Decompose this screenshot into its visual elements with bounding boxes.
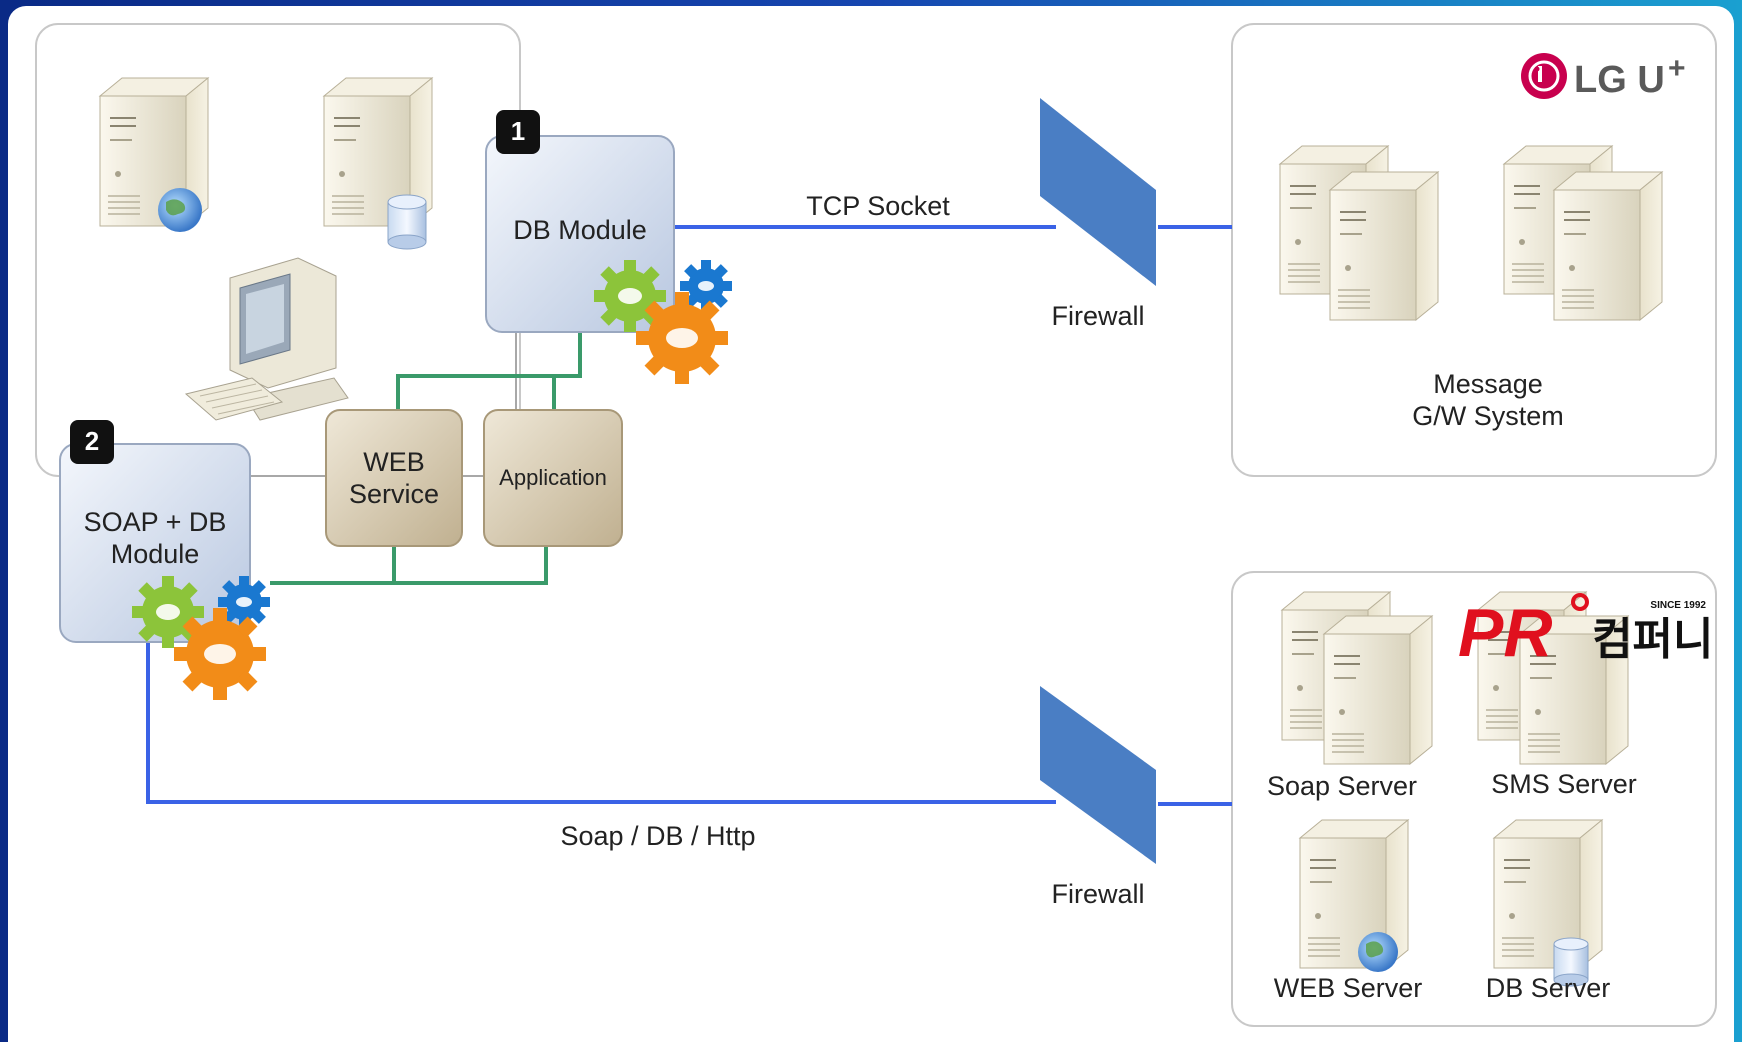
soap-db-http-label: Soap / DB / Http bbox=[560, 821, 756, 851]
soap-server-label: Soap Server bbox=[1266, 771, 1418, 801]
diagram-canvas: 1 2 LG U + PR 컴퍼니 SINCE 1992 DB Module S… bbox=[8, 6, 1734, 1042]
soap-db-module-label-line2: Module bbox=[110, 539, 200, 569]
soap-db-module-label: SOAP + DB Module bbox=[60, 506, 250, 570]
svg-text:1: 1 bbox=[511, 116, 525, 146]
message-gw-server-cluster-1-icon bbox=[1279, 145, 1439, 321]
lg-logo: LG U + bbox=[1521, 52, 1686, 101]
db-server-icon bbox=[323, 77, 433, 250]
pr-db-server-icon bbox=[1493, 819, 1603, 987]
desktop-computer-icon bbox=[184, 257, 349, 421]
soap-server-icon bbox=[1281, 591, 1433, 765]
soap-db-module-label-line1: SOAP + DB bbox=[83, 507, 227, 537]
soap-db-module-box bbox=[59, 443, 251, 643]
firewall-bottom-label: Firewall bbox=[1051, 879, 1145, 909]
badge-1: 1 bbox=[496, 110, 540, 154]
svg-text:+: + bbox=[1668, 52, 1686, 85]
web-service-label: WEB Service bbox=[326, 446, 462, 510]
message-gw-server-cluster-2-icon bbox=[1503, 145, 1663, 321]
web-service-label-line2: Service bbox=[348, 479, 440, 509]
svg-text:컴퍼니: 컴퍼니 bbox=[1592, 614, 1713, 665]
message-gw-system-line2: G/W System bbox=[1412, 401, 1564, 431]
badge-2: 2 bbox=[70, 420, 114, 464]
pr-web-server-icon bbox=[1299, 819, 1409, 972]
web-server-icon bbox=[99, 77, 209, 232]
tcp-socket-label: TCP Socket bbox=[806, 191, 950, 221]
web-server-label: WEB Server bbox=[1273, 973, 1423, 1003]
message-gw-system-label: Message G/W System bbox=[1388, 368, 1588, 432]
firewall-bottom-icon bbox=[1040, 686, 1156, 864]
svg-text:PR: PR bbox=[1458, 595, 1552, 671]
pr-company-logo: PR 컴퍼니 SINCE 1992 bbox=[1458, 593, 1713, 671]
sms-server-label: SMS Server bbox=[1491, 769, 1637, 799]
soap-db-http-line bbox=[146, 642, 1056, 804]
web-service-box bbox=[325, 409, 463, 547]
svg-text:SINCE 1992: SINCE 1992 bbox=[1650, 600, 1706, 611]
db-module-label: DB Module bbox=[513, 215, 647, 245]
diagram-svg: 1 2 LG U + PR 컴퍼니 SINCE 1992 bbox=[35, 23, 1717, 1027]
firewall-top-icon bbox=[1040, 98, 1156, 286]
green-internal-links bbox=[270, 332, 582, 585]
application-label: Application bbox=[499, 465, 607, 490]
message-gw-system-line1: Message bbox=[1433, 369, 1543, 399]
db-server-label: DB Server bbox=[1485, 973, 1611, 1003]
svg-text:LG U: LG U bbox=[1574, 59, 1665, 101]
lg-panel bbox=[1231, 23, 1717, 477]
application-box bbox=[483, 409, 623, 547]
web-service-label-line1: WEB bbox=[363, 447, 425, 477]
firewall-top-label: Firewall bbox=[1051, 301, 1145, 331]
svg-text:2: 2 bbox=[85, 426, 99, 456]
